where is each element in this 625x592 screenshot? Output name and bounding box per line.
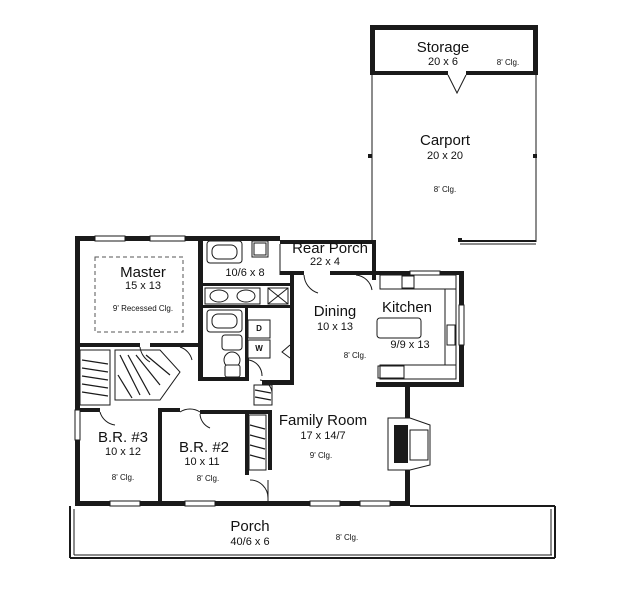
rear-porch-name: Rear Porch <box>292 240 368 257</box>
master-bath-size: 10/6 x 8 <box>225 267 265 279</box>
windows <box>74 235 465 507</box>
dining-size: 10 x 13 <box>316 321 354 333</box>
br2-size: 10 x 11 <box>184 456 220 468</box>
br3-name: B.R. #3 <box>97 429 149 446</box>
fireplace <box>387 417 431 471</box>
rear-porch-outline <box>279 240 376 280</box>
porch-name: Porch <box>230 518 270 535</box>
storage-ceiling: 8' Clg. <box>496 58 520 67</box>
porch-size: 40/6 x 6 <box>230 536 270 548</box>
kitchen-size: 9/9 x 13 <box>390 339 430 351</box>
kitchen-name: Kitchen <box>381 299 433 316</box>
dining-ceiling: 8' Clg. <box>343 351 367 360</box>
storage-size: 20 x 6 <box>428 56 458 68</box>
carport-ceiling: 8' Clg. <box>433 185 457 194</box>
washer-label: W <box>255 344 263 353</box>
master-name: Master <box>120 264 166 281</box>
master-recessed-ceiling <box>94 256 184 333</box>
br3-size: 10 x 12 <box>104 446 142 458</box>
master-size: 15 x 13 <box>124 280 162 292</box>
interior-walls <box>80 236 294 501</box>
porch-ceiling: 8' Clg. <box>335 533 359 542</box>
carport-name: Carport <box>419 132 471 149</box>
family-room-size: 17 x 14/7 <box>300 430 346 442</box>
family-room-name: Family Room <box>278 412 368 429</box>
dining-name: Dining <box>313 303 357 320</box>
laundry-closet <box>247 319 271 359</box>
closet-hatching <box>79 349 273 471</box>
porch-outline <box>69 505 556 559</box>
storage-door-swing <box>447 74 467 95</box>
rear-porch-size: 22 x 4 <box>310 256 340 268</box>
family-room-ceiling: 9' Clg. <box>309 451 333 460</box>
br2-ceiling: 8' Clg. <box>196 474 220 483</box>
br2-name: B.R. #2 <box>178 439 230 456</box>
storage-walls <box>370 25 538 75</box>
master-bath-fixtures <box>204 240 289 378</box>
br3-ceiling: 8' Clg. <box>111 473 135 482</box>
dryer-label: D <box>256 324 262 333</box>
master-ceiling: 9' Recessed Clg. <box>112 304 174 313</box>
storage-name: Storage <box>416 39 470 56</box>
kitchen-fixtures <box>376 274 457 380</box>
carport-size: 20 x 20 <box>426 150 464 162</box>
carport-outline <box>368 75 537 245</box>
